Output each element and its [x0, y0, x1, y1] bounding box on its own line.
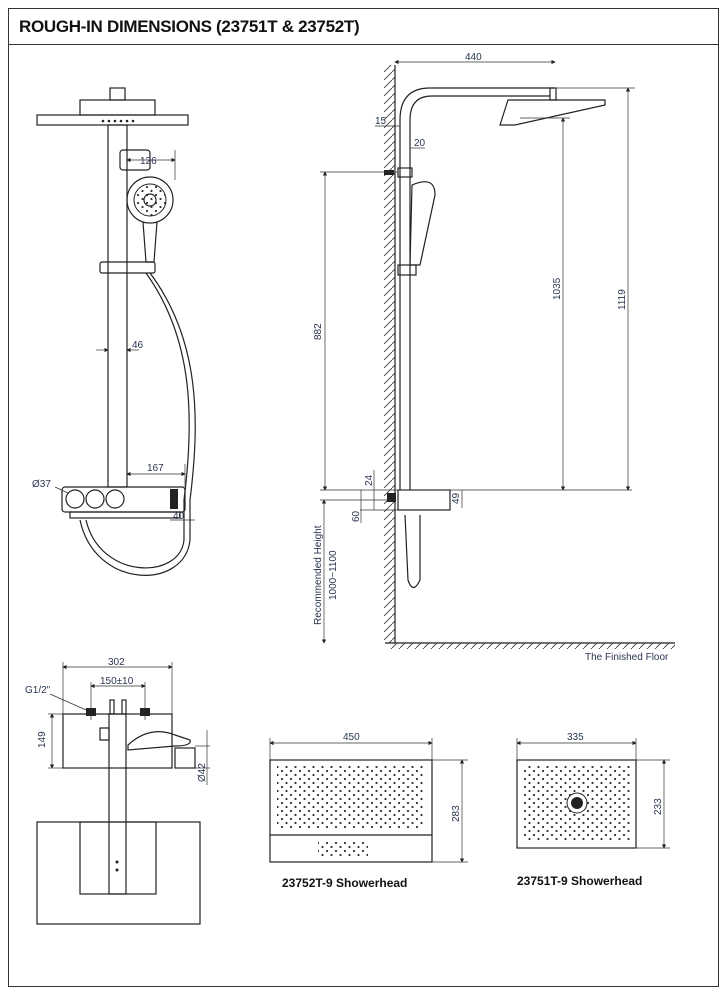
recommended-height-label: Recommended Height — [313, 525, 324, 625]
drawing-frame: ROUGH-IN DIMENSIONS (23751T & 23752T) — [8, 8, 719, 987]
recommended-height-range: 1000~1100 — [328, 550, 339, 600]
dim-diameter-42: Ø42 — [197, 763, 208, 782]
mixer-view: 302 150±10 G1/2" 149 Ø42 — [25, 657, 210, 925]
dim-diameter-37: Ø37 — [32, 479, 51, 490]
front-view: 126 46 167 40 Ø37 — [32, 87, 196, 576]
title-bar: ROUGH-IN DIMENSIONS (23751T & 23752T) — [9, 9, 718, 45]
dim-1035: 1035 — [552, 277, 563, 300]
dim-24: 24 — [364, 474, 375, 486]
dim-302: 302 — [108, 657, 125, 668]
dim-882: 882 — [313, 323, 324, 340]
dim-440: 440 — [465, 52, 482, 63]
showerhead-2-width: 335 — [567, 732, 584, 743]
page-title: ROUGH-IN DIMENSIONS (23751T & 23752T) — [19, 16, 360, 36]
thread-label: G1/2" — [25, 685, 51, 696]
dim-1119: 1119 — [617, 289, 628, 310]
dim-46: 46 — [132, 340, 144, 351]
showerhead-23751t: 335 233 23751T-9 Showerhead — [516, 732, 670, 888]
showerhead-2-height: 233 — [653, 798, 664, 815]
dim-149: 149 — [37, 731, 48, 748]
finished-floor-label: The Finished Floor — [585, 652, 669, 663]
dim-167: 167 — [147, 463, 164, 474]
showerhead-1-caption: 23752T-9 Showerhead — [282, 876, 407, 890]
dim-20: 20 — [414, 138, 426, 149]
dim-15: 15 — [375, 116, 387, 127]
showerhead-23752t: 450 283 23752T-9 Showerhead — [269, 732, 468, 890]
showerhead-1-height: 283 — [451, 805, 462, 822]
showerhead-1-width: 450 — [343, 732, 360, 743]
side-view: 440 15 20 882 1035 1119 24 60 49 Recomme… — [313, 52, 675, 663]
dim-40: 40 — [173, 511, 185, 522]
showerhead-2-caption: 23751T-9 Showerhead — [517, 874, 642, 888]
dim-49: 49 — [451, 492, 462, 504]
dim-60: 60 — [351, 510, 362, 522]
dim-126: 126 — [140, 156, 157, 167]
dim-150: 150±10 — [100, 676, 134, 687]
